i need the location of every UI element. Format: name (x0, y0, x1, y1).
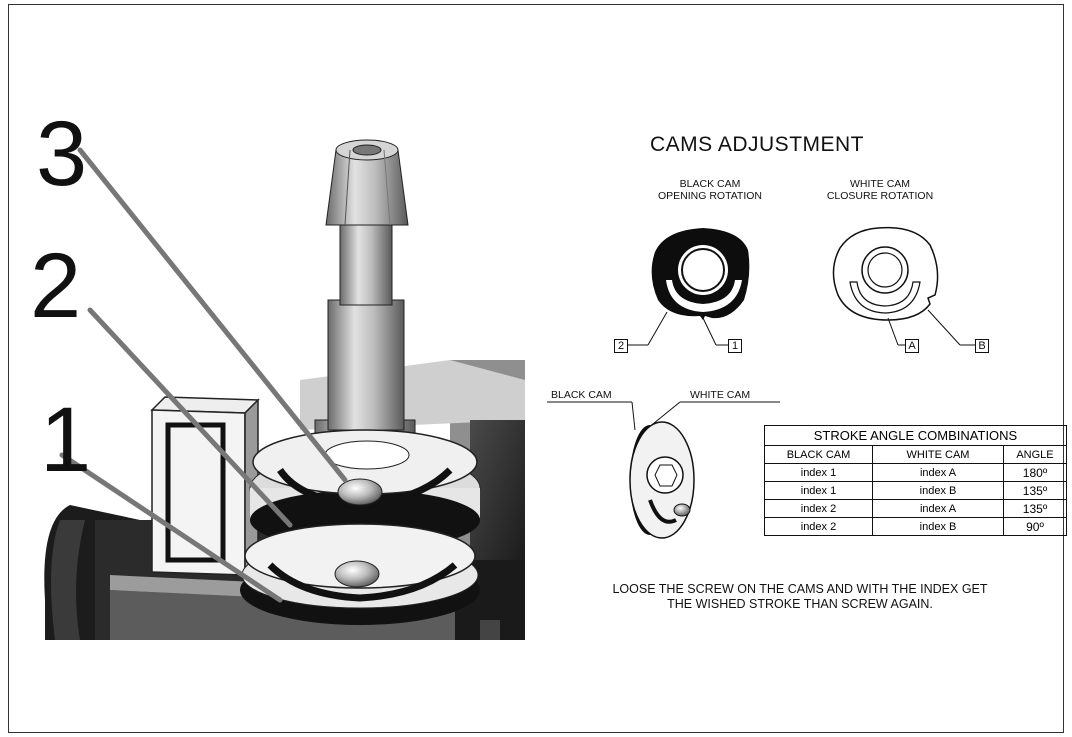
white-cam-index-b: B (975, 339, 989, 353)
header-white-cam: WHITE CAM (872, 445, 1004, 464)
table-cell: index 2 (764, 499, 873, 518)
table-cell: 180º (1003, 463, 1067, 482)
black-cam-diagram (628, 228, 750, 346)
header-angle: ANGLE (1003, 445, 1067, 464)
table-cell: index 2 (764, 517, 873, 536)
cam-screws (334, 478, 383, 588)
cam-assembly-detail (547, 401, 780, 539)
callout-1: 1 (40, 389, 92, 491)
table-row: index 1 index A 180º (764, 463, 1067, 482)
table-cell: index 1 (764, 463, 873, 482)
table-header-row: BLACK CAM WHITE CAM ANGLE (764, 445, 1067, 464)
instructions-line2: THE WISHED STROKE THAN SCREW AGAIN. (667, 597, 933, 611)
black-cam-caption-line2: OPENING ROTATION (657, 190, 763, 202)
table-title-row: STROKE ANGLE COMBINATIONS (764, 425, 1067, 446)
assembly-white-cam-label: WHITE CAM (690, 389, 751, 401)
stroke-angle-table: STROKE ANGLE COMBINATIONS BLACK CAM WHIT… (764, 425, 1067, 536)
actuator-rendering (44, 139, 525, 640)
table-cell: index A (872, 463, 1004, 482)
page-title: CAMS ADJUSTMENT (650, 133, 865, 156)
instructions-line1: LOOSE THE SCREW ON THE CAMS AND WITH THE… (612, 582, 988, 596)
white-cam-caption-line1: WHITE CAM (849, 178, 911, 190)
header-black-cam: BLACK CAM (764, 445, 873, 464)
black-cam-caption-line1: BLACK CAM (679, 178, 741, 190)
callout-leaders (59, 147, 348, 603)
callout-2: 2 (30, 235, 82, 337)
shaft (314, 139, 416, 481)
table-cell: 135º (1003, 481, 1067, 500)
table-cell: 135º (1003, 499, 1067, 518)
callout-3: 3 (36, 103, 88, 205)
table-cell: index A (872, 499, 1004, 518)
adjustment-instructions: LOOSE THE SCREW ON THE CAMS AND WITH THE… (560, 582, 1040, 612)
lower-cams (240, 523, 480, 625)
table-cell: index B (872, 481, 1004, 500)
table-cell: 90º (1003, 517, 1067, 536)
black-cam-caption: BLACK CAM OPENING ROTATION (640, 178, 780, 202)
white-cam-index-a: A (905, 339, 919, 353)
assembly-black-cam-label: BLACK CAM (551, 389, 612, 401)
black-cam-index-2: 2 (614, 339, 628, 353)
table-cell: index B (872, 517, 1004, 536)
table-row: index 2 index B 90º (764, 517, 1067, 536)
white-cam-diagram (832, 226, 975, 346)
cam-diagrams (628, 226, 975, 346)
black-cam-index-1: 1 (728, 339, 742, 353)
table-title: STROKE ANGLE COMBINATIONS (764, 425, 1067, 446)
drawing-frame (8, 4, 1064, 733)
white-cam-caption: WHITE CAM CLOSURE ROTATION (810, 178, 950, 202)
table-row: index 2 index A 135º (764, 499, 1067, 518)
table-cell: index 1 (764, 481, 873, 500)
white-cam-caption-line2: CLOSURE ROTATION (826, 190, 934, 202)
table-row: index 1 index B 135º (764, 481, 1067, 500)
